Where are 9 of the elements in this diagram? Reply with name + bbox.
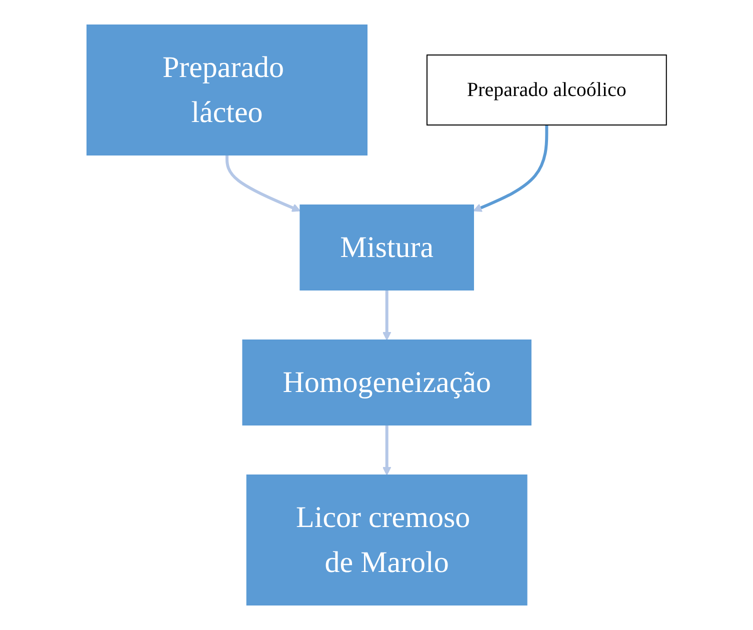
- arrow: [225, 155, 300, 212]
- node-box: Licor cremoso de Marolo: [246, 474, 528, 606]
- node-box: Preparado lácteo: [86, 24, 368, 156]
- node-box: Homogeneização: [242, 340, 532, 426]
- arrow: [382, 290, 392, 340]
- node-box: Preparado alcoólico: [426, 54, 667, 126]
- arrow: [472, 125, 548, 212]
- arrow: [382, 425, 392, 476]
- node-box: Mistura: [300, 204, 474, 290]
